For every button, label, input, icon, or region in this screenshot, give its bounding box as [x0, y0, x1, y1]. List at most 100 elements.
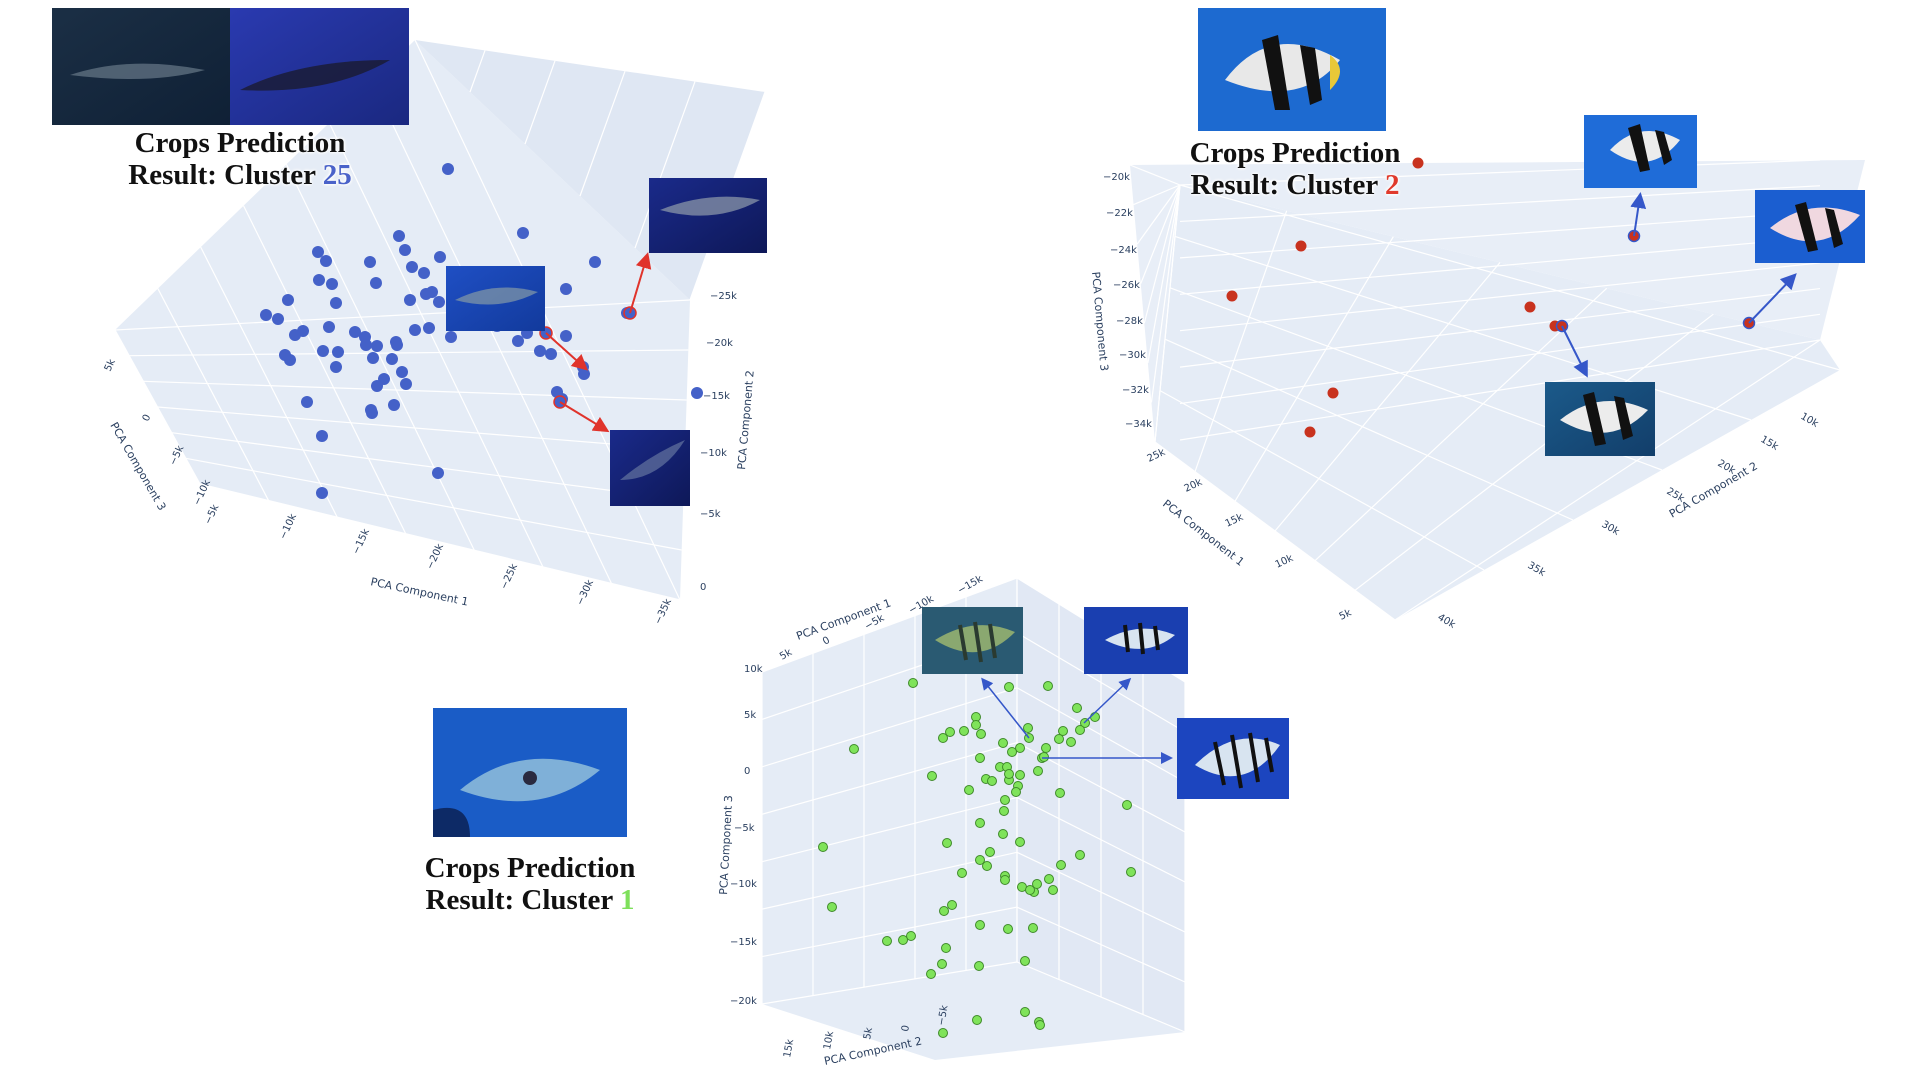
y-tick: −20k	[706, 338, 733, 349]
scatter-point	[985, 847, 995, 857]
scatter-point	[409, 324, 421, 336]
scatter-point	[320, 255, 332, 267]
scatter-point	[316, 430, 328, 442]
scatter-point	[442, 163, 454, 175]
x-tick: 0	[821, 635, 832, 648]
scatter-points	[818, 678, 1136, 1038]
scatter-point	[393, 230, 405, 242]
scatter-point	[975, 920, 985, 930]
z-axis-title: PCA Component 3	[107, 420, 168, 513]
grid-line	[1179, 287, 1821, 368]
caption-result: Result: Cluster 1	[425, 884, 635, 916]
plot-back-wall	[1130, 160, 1865, 442]
z-tick: −30k	[1119, 350, 1146, 361]
scatter-point	[926, 969, 936, 979]
scatter-point	[359, 331, 371, 343]
scatter-point	[971, 720, 981, 730]
grid-line	[414, 39, 681, 601]
scatter-point	[945, 727, 955, 737]
scatter-points	[1226, 157, 1756, 438]
grid-line	[243, 205, 407, 534]
scatter-point	[364, 256, 376, 268]
scatter-point	[898, 935, 908, 945]
y-tick: 40k	[1436, 612, 1458, 631]
caption-cluster-1: Crops Prediction Result: Cluster 1	[390, 852, 670, 916]
scatter-point	[691, 387, 703, 399]
scatter-point	[882, 936, 892, 946]
y-tick: 35k	[1526, 560, 1548, 579]
y-tick: 5k	[862, 1026, 875, 1040]
scatter-point	[1020, 956, 1030, 966]
scatter-point	[560, 283, 572, 295]
scatter-point	[386, 353, 398, 365]
grid-line	[1159, 390, 1485, 571]
caption-cluster-2: Crops Prediction Result: Cluster 2	[1155, 137, 1435, 201]
scatter-point	[998, 738, 1008, 748]
x-tick: −5k	[203, 503, 222, 526]
scatter-point	[1075, 850, 1085, 860]
scatter-point	[1004, 682, 1014, 692]
bannerfish-thumbnail-bottom	[1545, 382, 1655, 456]
cluster-number: 1	[619, 884, 635, 916]
scatter-point	[330, 361, 342, 373]
scatter-point	[1035, 1020, 1045, 1030]
scatter-point	[279, 349, 291, 361]
caption-title: Crops Prediction	[134, 127, 346, 159]
scatter-point	[367, 352, 379, 364]
grid-line	[1136, 184, 1181, 245]
scatter-point	[1048, 885, 1058, 895]
scatter-point	[545, 348, 557, 360]
scatter-point	[1066, 737, 1076, 747]
scatter-point	[1003, 924, 1013, 934]
grid-line	[761, 741, 1018, 815]
scatter-point	[1075, 725, 1085, 735]
grid-line	[524, 60, 556, 145]
scatter-point	[849, 744, 859, 754]
bannerfish-thumbnail-top	[1584, 115, 1697, 188]
scatter-point	[987, 776, 997, 786]
z-tick: −28k	[1116, 316, 1143, 327]
grid-line	[143, 380, 687, 401]
grid-line	[371, 81, 612, 584]
scatter-point	[1412, 157, 1424, 169]
scatter-point	[1015, 770, 1025, 780]
scatter-point	[390, 336, 402, 348]
scatter-point	[445, 331, 457, 343]
grid-line	[114, 299, 691, 331]
scatter-point	[982, 861, 992, 871]
scatter-point	[418, 267, 430, 279]
scatter-point	[1007, 747, 1017, 757]
y-axis-title: PCA Component 2	[1667, 459, 1760, 520]
grid-line	[1143, 184, 1181, 324]
grid-line	[1140, 184, 1181, 284]
scatter-point	[999, 806, 1009, 816]
z-tick: −20k	[730, 996, 757, 1007]
grid-line	[761, 687, 1018, 768]
scatter-point	[426, 286, 438, 298]
scatter-point	[1028, 923, 1038, 933]
scatter-point	[517, 227, 529, 239]
scatter-point	[1058, 726, 1068, 736]
grid-line	[761, 796, 1018, 863]
scatter-point	[1033, 766, 1043, 776]
grid-lines	[1129, 159, 1841, 621]
x-tick: 5k	[1338, 608, 1354, 623]
y-tick: −5k	[700, 509, 721, 520]
panel-wrasse-plot: 10k 5k 0 −5k −10k −15k −20k PCA Componen…	[433, 574, 1289, 1068]
z-tick: −22k	[1106, 208, 1133, 219]
grid-lines	[114, 39, 766, 601]
plot-floor	[1155, 185, 1840, 620]
scatter-point	[1004, 769, 1014, 779]
grid-line	[328, 122, 544, 568]
scatter-point	[371, 340, 383, 352]
scatter-point	[1226, 290, 1238, 302]
y-tick: 30k	[1600, 519, 1622, 538]
scatter-point	[330, 297, 342, 309]
scatter-point	[370, 277, 382, 289]
grid-line	[200, 246, 338, 518]
highlight-arrows	[545, 252, 652, 433]
scatter-point	[1295, 240, 1307, 252]
scatter-point	[589, 256, 601, 268]
grid-line	[157, 406, 686, 451]
